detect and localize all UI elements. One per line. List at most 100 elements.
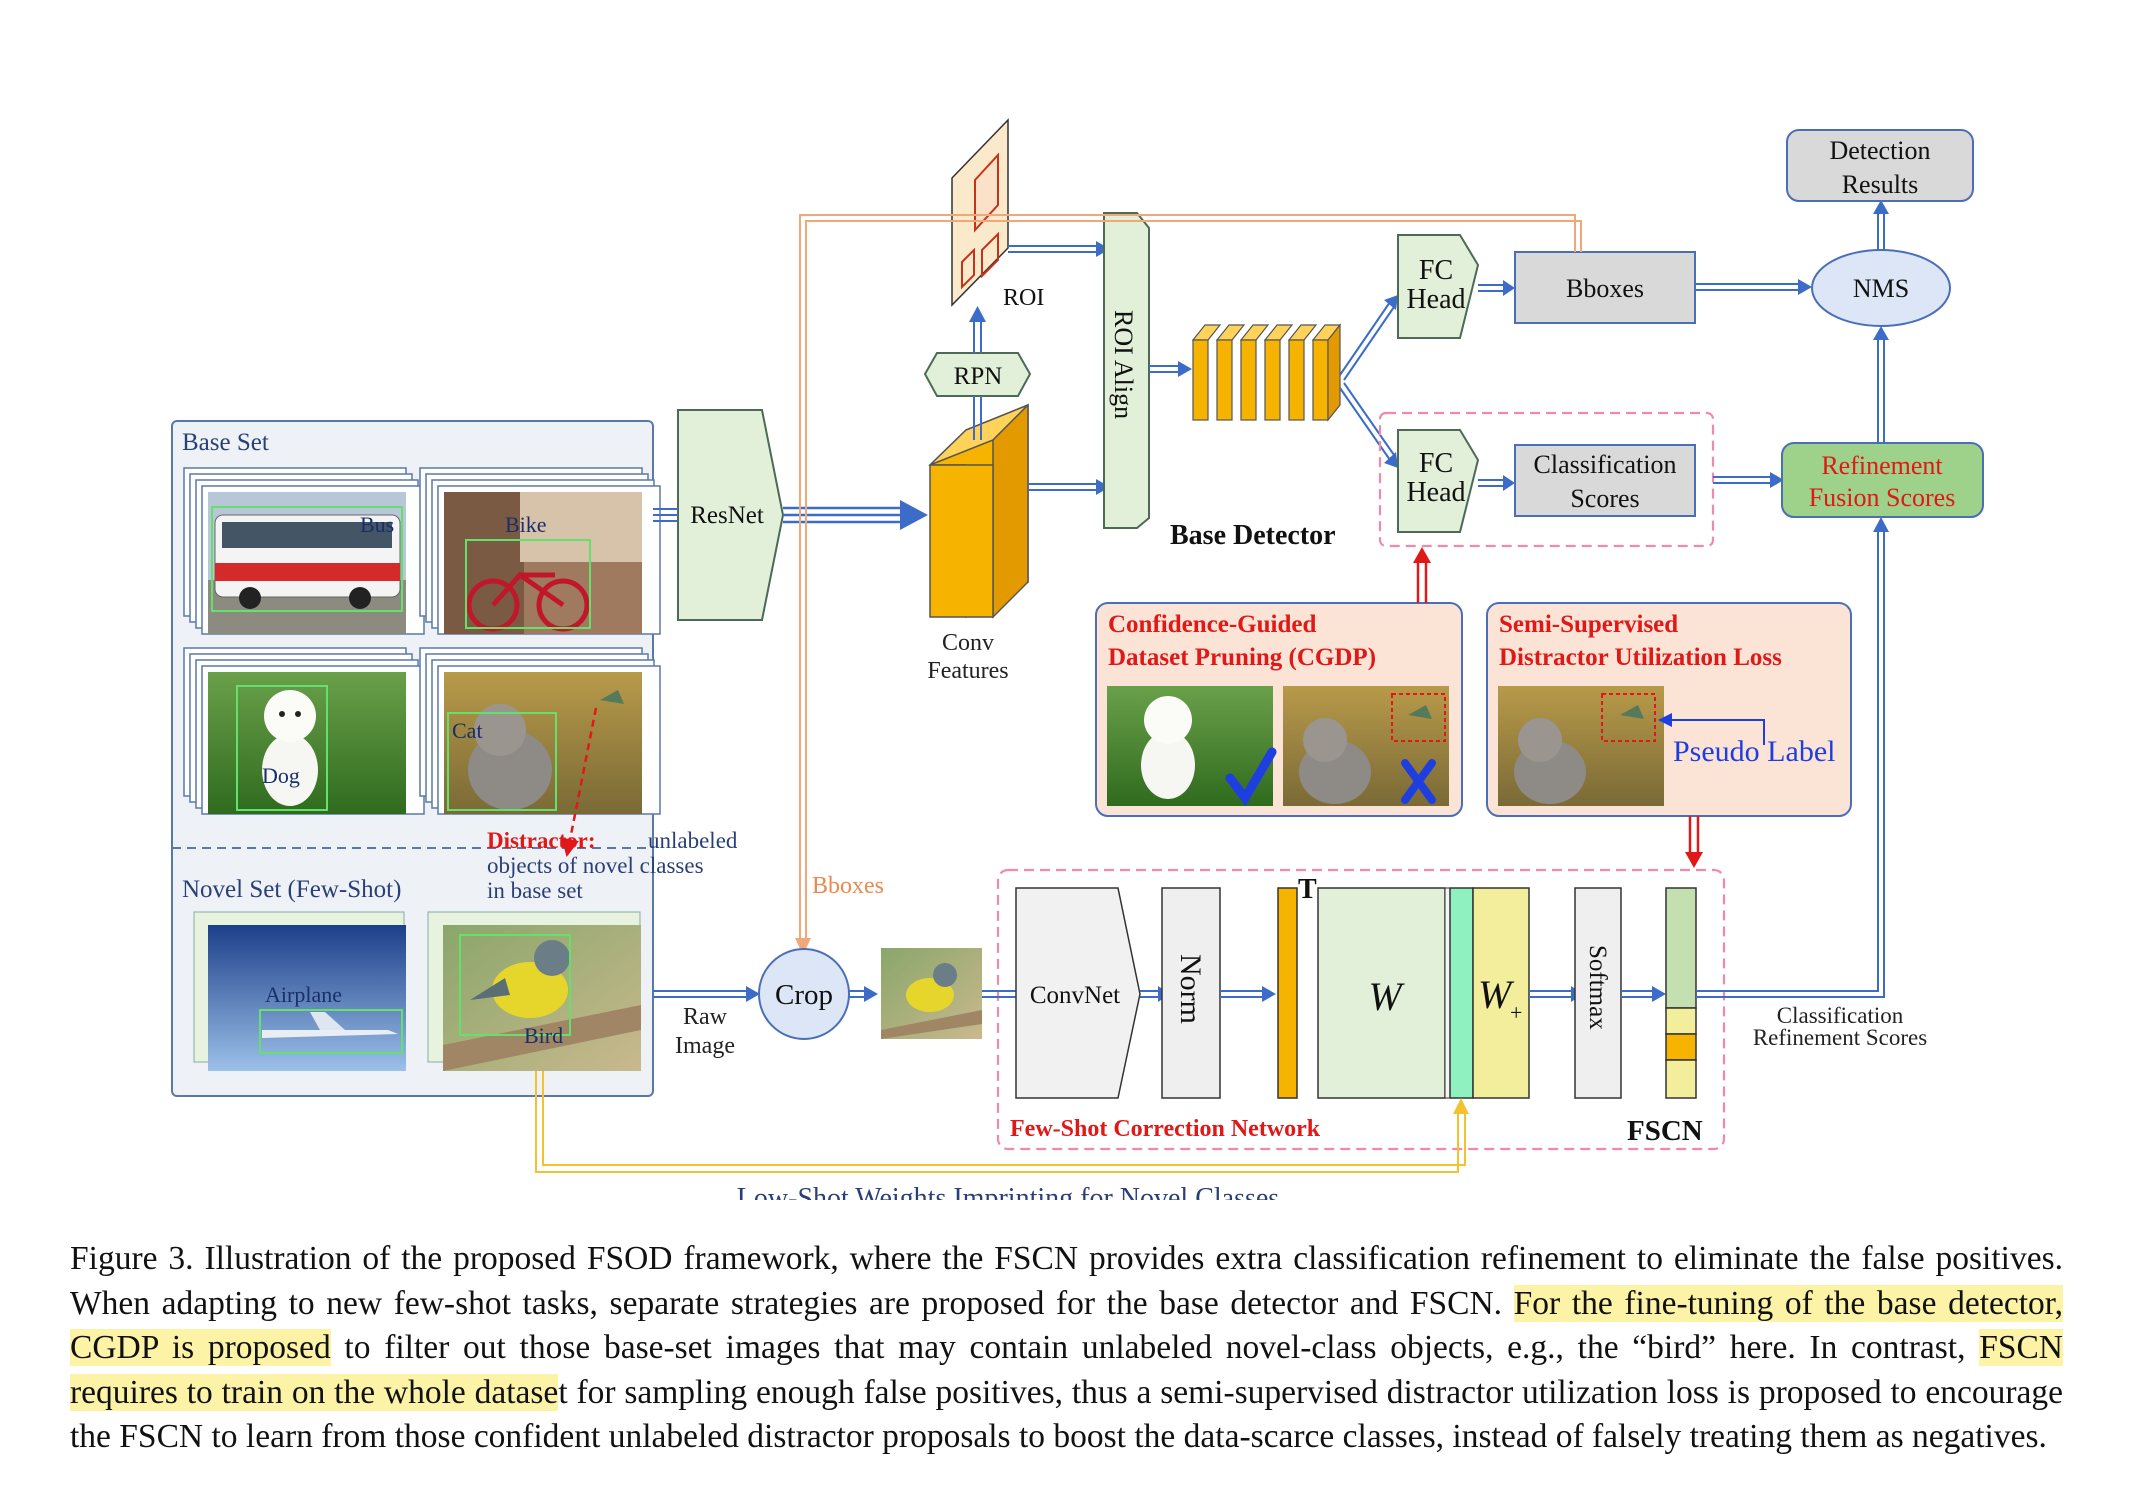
crop-label: Crop: [775, 979, 833, 1011]
cgdp-title-1: Confidence-Guided: [1108, 611, 1316, 638]
dataset-to-resnet-arrow: [653, 508, 678, 522]
cgdp-to-scores-arrow: [1416, 560, 1428, 603]
w-plus-subscript: +: [1510, 1000, 1522, 1025]
class-scores-label-1: Classification: [1534, 450, 1677, 479]
bboxes-arrow-label: Bboxes: [812, 873, 884, 899]
refinement-fusion-box: [1781, 442, 1984, 518]
refinement-fusion-label-2: Fusion Scores: [1809, 483, 1956, 512]
crop-node: [758, 948, 850, 1040]
fscn-network-label: Few-Shot Correction Network: [1010, 1116, 1321, 1142]
roi-feature-stack: [1191, 323, 1342, 422]
sdul-to-fscn-arrow: [1688, 816, 1700, 855]
detection-results-box: [1786, 129, 1974, 202]
base-set-title: Base Set: [182, 429, 269, 456]
conv-to-align-arrow: [1028, 483, 1100, 491]
bus-image-stack: Bus: [183, 467, 425, 635]
fscn-to-refinement-arrow: [1696, 530, 1879, 992]
softmax-block: [1574, 887, 1622, 1099]
imprinting-label: Low-Shot Weights Imprinting for Novel Cl…: [737, 1183, 1279, 1200]
transpose-label: T: [1298, 874, 1317, 905]
cat-bbox: [447, 712, 557, 811]
distractor-desc-3: in base set: [487, 878, 583, 903]
conv-features-block: [928, 403, 1029, 619]
refinement-fusion-label-1: Refinement: [1821, 451, 1943, 480]
rpn-to-roi-arrow: [973, 318, 982, 353]
raw-image-label-2: Image: [675, 1033, 735, 1059]
cross-icon: [1401, 759, 1436, 804]
framework-diagram: Base Set Novel Set (Few-Shot) Bus Bike: [171, 118, 1984, 1200]
convnet-label: ConvNet: [1030, 982, 1120, 1009]
bike-image-stack: Bike: [419, 467, 661, 635]
raw-image-label-1: Raw: [683, 1004, 728, 1030]
bird-image-stack: Bird: [427, 911, 641, 1071]
figure-caption: Figure 3. Illustration of the proposed F…: [70, 1237, 2063, 1460]
bus-label: Bus: [360, 512, 394, 537]
check-icon: [1225, 747, 1277, 807]
dog-label: Dog: [262, 763, 300, 788]
fc-head-bottom-label-1: FC: [1419, 448, 1453, 479]
imprinting-arrow: [535, 1071, 1459, 1173]
resnet-label: ResNet: [690, 502, 764, 529]
convnet-block: [1015, 887, 1141, 1099]
airplane-label: Airplane: [265, 982, 342, 1007]
w-plus-label: W: [1478, 972, 1515, 1017]
detection-results-label-2: Results: [1842, 170, 1919, 199]
align-to-features-arrow: [1149, 365, 1180, 373]
caption-part-2: to filter out those base-set images that…: [330, 1329, 1980, 1366]
resnet-to-conv-arrow: [783, 506, 920, 524]
imprinted-column: [1449, 887, 1474, 1099]
features-to-fc-arrows: [1339, 301, 1395, 461]
conv-features-label-2: Features: [927, 658, 1008, 684]
distractor-arrow: [561, 707, 598, 857]
bird-label: Bird: [524, 1023, 563, 1048]
novel-set-title: Novel Set (Few-Shot): [182, 876, 401, 903]
rpn-block: [923, 352, 1032, 397]
class-refinement-label-2: Refinement Scores: [1753, 1025, 1927, 1050]
norm-block: [1161, 887, 1221, 1099]
bus-bbox: [211, 506, 403, 612]
fc-head-bottom: [1397, 429, 1480, 533]
fc-head-top-label-1: FC: [1419, 255, 1453, 286]
fscn-dashed-frame: [996, 868, 1726, 1151]
w-matrix: [1317, 887, 1446, 1099]
cat-image-stack: Cat: [419, 647, 661, 815]
distractor-desc-2: objects of novel classes: [487, 853, 704, 878]
feature-vector: [1277, 887, 1298, 1099]
bike-bbox: [465, 539, 591, 629]
roi-to-align-arrow: [1008, 245, 1100, 253]
bike-label: Bike: [505, 512, 547, 537]
fc-head-top-label-2: Head: [1406, 284, 1465, 315]
norm-label: Norm: [1174, 954, 1207, 1024]
fc-head-bottom-label-2: Head: [1406, 477, 1465, 508]
airplane-image-stack: Airplane: [193, 911, 406, 1071]
pseudo-label-pointer: [1658, 713, 1765, 745]
base-detector-title: Base Detector: [1170, 520, 1336, 551]
w-plus-matrix: [1472, 887, 1530, 1099]
pseudo-label: Pseudo Label: [1673, 735, 1835, 768]
dog-bbox: [236, 685, 328, 811]
conv-to-rpn-arrow: [973, 396, 982, 440]
nms-label: NMS: [1853, 274, 1909, 303]
class-refinement-label-1: Classification: [1777, 1003, 1904, 1028]
fscn-name: FSCN: [1627, 1115, 1703, 1147]
classification-scores-box: [1514, 444, 1696, 517]
conv-features-label-1: Conv: [942, 630, 994, 656]
roi-align-block: [1103, 212, 1150, 529]
cat-label: Cat: [452, 718, 483, 743]
class-scores-label-2: Scores: [1570, 484, 1639, 513]
caption-part-3: t for sampling enough false positives, t…: [70, 1373, 2063, 1456]
rpn-label: RPN: [954, 363, 1003, 390]
caption-part-1: Figure 3. Illustration of the proposed F…: [70, 1240, 2063, 1322]
bboxes-box: [1514, 251, 1696, 324]
sdul-title-1: Semi-Supervised: [1499, 611, 1678, 638]
softmax-label: Softmax: [1584, 945, 1611, 1030]
airplane-bbox: [259, 1009, 403, 1054]
roi-label: ROI: [1003, 285, 1044, 311]
sdul-title-2: Distractor Utilization Loss: [1499, 644, 1782, 671]
dog-image-stack: Dog: [183, 647, 425, 815]
roi-align-label: ROI Align: [1109, 310, 1138, 419]
detection-results-label-1: Detection: [1829, 136, 1930, 165]
distractor-label: Distractor:: [487, 828, 596, 853]
roi-slab: [951, 118, 1009, 307]
bird-bbox: [459, 934, 571, 1036]
